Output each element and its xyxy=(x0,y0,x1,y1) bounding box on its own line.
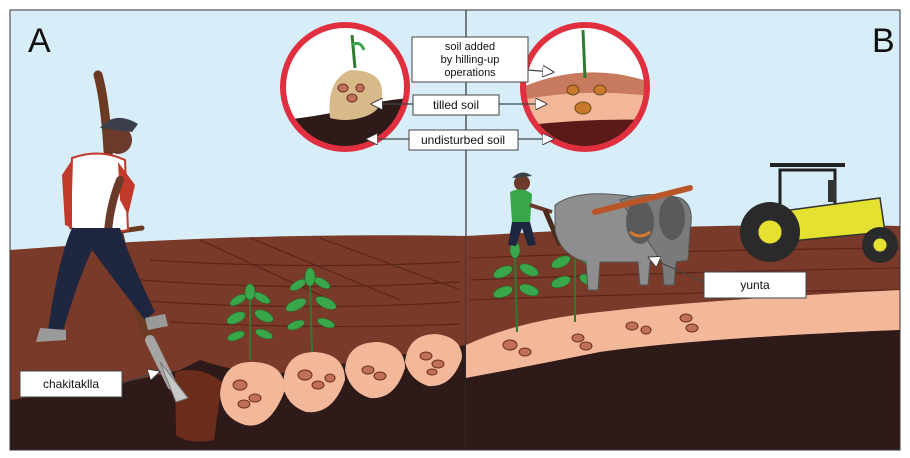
label-tilled-soil-text: tilled soil xyxy=(433,98,479,112)
label-undisturbed-soil-text: undisturbed soil xyxy=(421,133,505,147)
label-soil-added: soil added by hilling-up operations xyxy=(412,37,528,82)
label-soil-added-line2: by hilling-up xyxy=(441,54,500,66)
label-yunta-text: yunta xyxy=(740,278,770,292)
dug-hole xyxy=(175,370,222,442)
panel-letter-a: A xyxy=(28,22,51,60)
label-soil-added-line1: soil added xyxy=(445,41,495,53)
label-tilled-soil: tilled soil xyxy=(413,95,499,115)
label-undisturbed-soil: undisturbed soil xyxy=(409,130,518,150)
label-chakitaklla-text: chakitaklla xyxy=(43,377,99,391)
label-chakitaklla: chakitaklla xyxy=(20,371,122,397)
panel-letter-b: B xyxy=(872,22,895,60)
label-soil-added-line3: operations xyxy=(444,67,496,79)
label-yunta: yunta xyxy=(704,272,806,298)
